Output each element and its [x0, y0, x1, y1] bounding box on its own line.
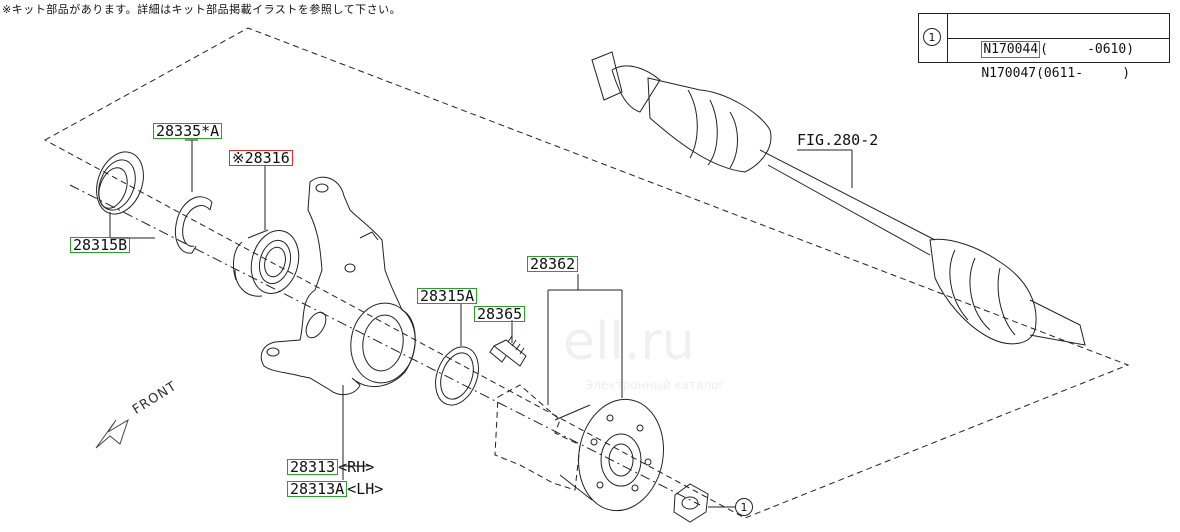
part-number-box[interactable]: 28313 — [287, 459, 339, 475]
center-axis — [69, 184, 701, 506]
stud-28365-part — [489, 320, 527, 367]
hub-28362-part — [494, 274, 664, 512]
part-number-box[interactable]: 28315A — [417, 288, 478, 304]
front-arrow — [95, 418, 129, 449]
circlip-28335a-part — [175, 139, 213, 254]
legend-row: N170047(0611- ) — [947, 38, 1169, 81]
part-number-box[interactable]: ※28316 — [229, 150, 293, 166]
part-number-box[interactable]: 28335*A — [153, 123, 223, 139]
callout-ref-circle[interactable]: 1 — [735, 498, 753, 516]
legend-part-number[interactable]: N170044 — [981, 41, 1041, 58]
watermark: ell.ru — [563, 312, 695, 372]
seal-28315a-part — [435, 303, 479, 406]
part-number-box[interactable]: 28313A — [287, 481, 348, 497]
legend-part-number[interactable]: N170047 — [981, 66, 1037, 81]
figure-reference[interactable]: FIG.280-2 — [797, 131, 879, 149]
side-suffix: <RH> — [338, 458, 375, 476]
watermark-subtitle: Электронный каталог — [585, 378, 725, 392]
part-label-28365[interactable]: 28365 — [474, 306, 526, 322]
kit-parts-note: ※キット部品があります。詳細はキット部品掲載イラストを参照して下さい。 — [2, 3, 402, 16]
legend-date-range: (0611- ) — [1036, 66, 1131, 81]
part-number-box[interactable]: 28315B — [70, 237, 131, 253]
part-number-box[interactable]: 28362 — [527, 256, 579, 272]
legend-table: 1 N170044( -0610) N170047(0611- ) — [918, 13, 1170, 81]
axle-nut-part — [673, 483, 735, 523]
legend-date-range: ( -0610) — [1040, 42, 1135, 57]
legend-ref-circle: 1 — [923, 28, 941, 46]
drive-shaft-part — [591, 51, 1086, 346]
side-suffix: <LH> — [347, 480, 384, 498]
part-label-28362[interactable]: 28362 — [527, 256, 579, 272]
part-label-28315b[interactable]: 28315B — [70, 237, 131, 253]
legend-row: N170044( -0610) — [947, 14, 1169, 58]
part-label-28313[interactable]: 28313<RH> — [287, 459, 374, 475]
part-number-box[interactable]: 28365 — [474, 306, 526, 322]
part-label-28316[interactable]: ※28316 — [229, 150, 293, 166]
assembly-boundary — [43, 27, 1130, 519]
part-label-28313a[interactable]: 28313A<LH> — [287, 481, 383, 497]
part-label-28315a[interactable]: 28315A — [417, 288, 478, 304]
bearing-28316-part — [233, 165, 300, 297]
knuckle-28313-part — [260, 176, 416, 480]
part-label-28335a[interactable]: 28335*A — [153, 123, 223, 139]
seal-28315b-part — [96, 151, 144, 238]
